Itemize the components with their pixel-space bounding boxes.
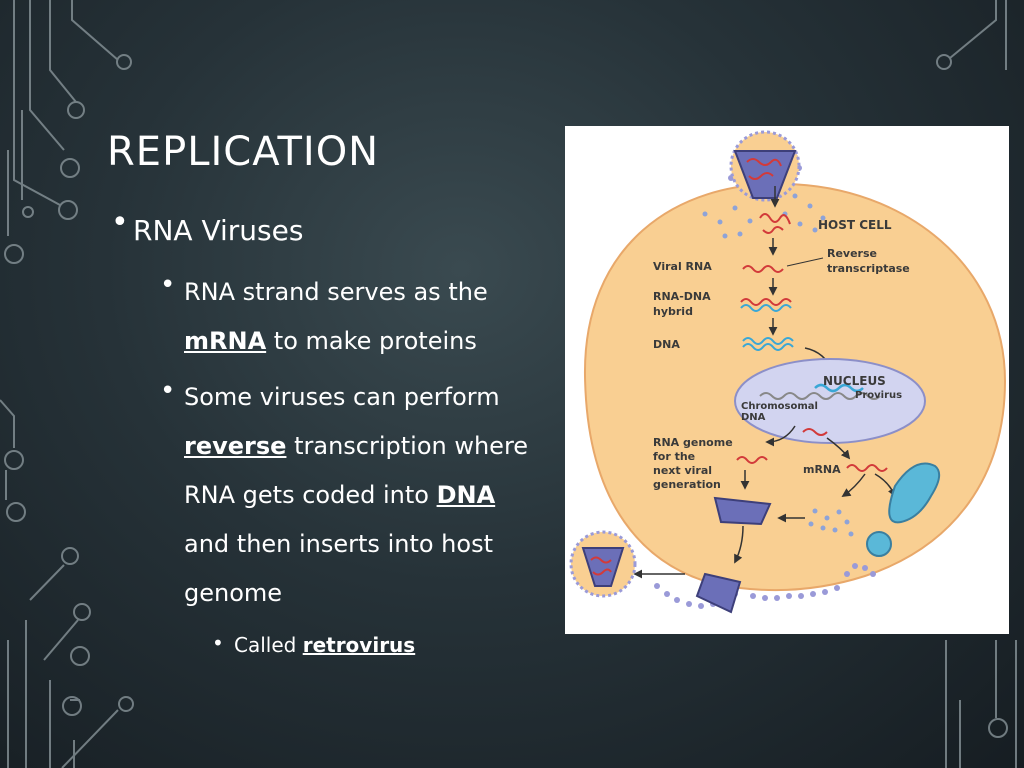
- label-host-cell: HOST CELL: [818, 218, 892, 232]
- label-dna: DNA: [653, 338, 680, 351]
- bullet-rt-text-mid1: transcription where: [294, 432, 529, 460]
- label-transcriptase: transcriptase: [827, 262, 910, 275]
- label-mrna: mRNA: [803, 463, 841, 476]
- label-chromosomal-dna: DNA: [741, 412, 766, 423]
- bullet-dot: •: [111, 205, 129, 240]
- label-genome-3: next viral: [653, 464, 712, 477]
- dna-strand-2: [742, 343, 794, 351]
- label-provirus: Provirus: [855, 390, 902, 401]
- label-viral-rna: Viral RNA: [653, 260, 712, 273]
- term-dna: DNA: [436, 481, 496, 509]
- mrna-strand: [846, 464, 888, 472]
- budding-virus: [695, 572, 742, 614]
- bullet-mrna-text-pre: RNA strand serves as the: [184, 278, 488, 306]
- hybrid-dna-strand: [740, 304, 792, 312]
- assembling-virus: [713, 496, 772, 526]
- provirus-strand: [814, 383, 864, 393]
- bullet-dot: •: [160, 270, 176, 300]
- bullet-rt-text-post2: genome: [184, 579, 283, 607]
- bullet-rt-text-pre: Some viruses can perform: [184, 383, 500, 411]
- label-chromosomal: Chromosomal: [741, 401, 818, 412]
- label-genome-2: for the: [653, 450, 695, 463]
- vesicle: [866, 531, 892, 557]
- label-rna-dna: RNA-DNA: [653, 290, 711, 303]
- bullet-reverse-transcription: Some viruses can perform reverse transcr…: [184, 373, 556, 618]
- viral-fragments: [702, 193, 826, 239]
- label-genome-1: RNA genome: [653, 436, 733, 449]
- dna-strand-1: [742, 337, 794, 345]
- label-genome-4: generation: [653, 478, 721, 491]
- bullet-rt-text-post1: and then inserts into host: [184, 530, 493, 558]
- entering-virus: [729, 130, 801, 202]
- bullet-dot: •: [212, 631, 224, 655]
- viral-rna-strand: [742, 265, 784, 273]
- label-nucleus: NUCLEUS: [823, 374, 886, 388]
- released-virus: [569, 530, 637, 598]
- bullet-rna-viruses: RNA Viruses: [133, 214, 304, 247]
- term-mrna: mRNA: [184, 327, 267, 355]
- term-retrovirus: retrovirus: [302, 633, 416, 657]
- endoplasmic-reticulum: [888, 462, 941, 524]
- genome-rna: [736, 456, 768, 464]
- label-reverse: Reverse: [827, 247, 877, 260]
- bullet-retro-text-pre: Called: [234, 633, 297, 657]
- bullet-retrovirus: Called retrovirus: [234, 631, 415, 659]
- retrovirus-diagram: HOST CELL Reverse transcriptase Viral RN…: [565, 126, 1009, 634]
- chromosomal-dna: [759, 392, 881, 400]
- bullet-rt-text-mid2: RNA gets coded into: [184, 481, 429, 509]
- bullet-dot: •: [160, 376, 176, 406]
- nucleus: [734, 358, 926, 444]
- hybrid-rna-strand: [740, 298, 792, 306]
- bullet-mrna: RNA strand serves as the mRNA to make pr…: [184, 268, 556, 366]
- slide-title: REPLICATION: [107, 129, 380, 175]
- term-reverse: reverse: [184, 432, 287, 460]
- label-hybrid: hybrid: [653, 305, 693, 318]
- retrovirus-diagram-svg: HOST CELL Reverse transcriptase Viral RN…: [569, 130, 1007, 614]
- protein-dots: [808, 508, 854, 537]
- bullet-mrna-text-post: to make proteins: [273, 327, 477, 355]
